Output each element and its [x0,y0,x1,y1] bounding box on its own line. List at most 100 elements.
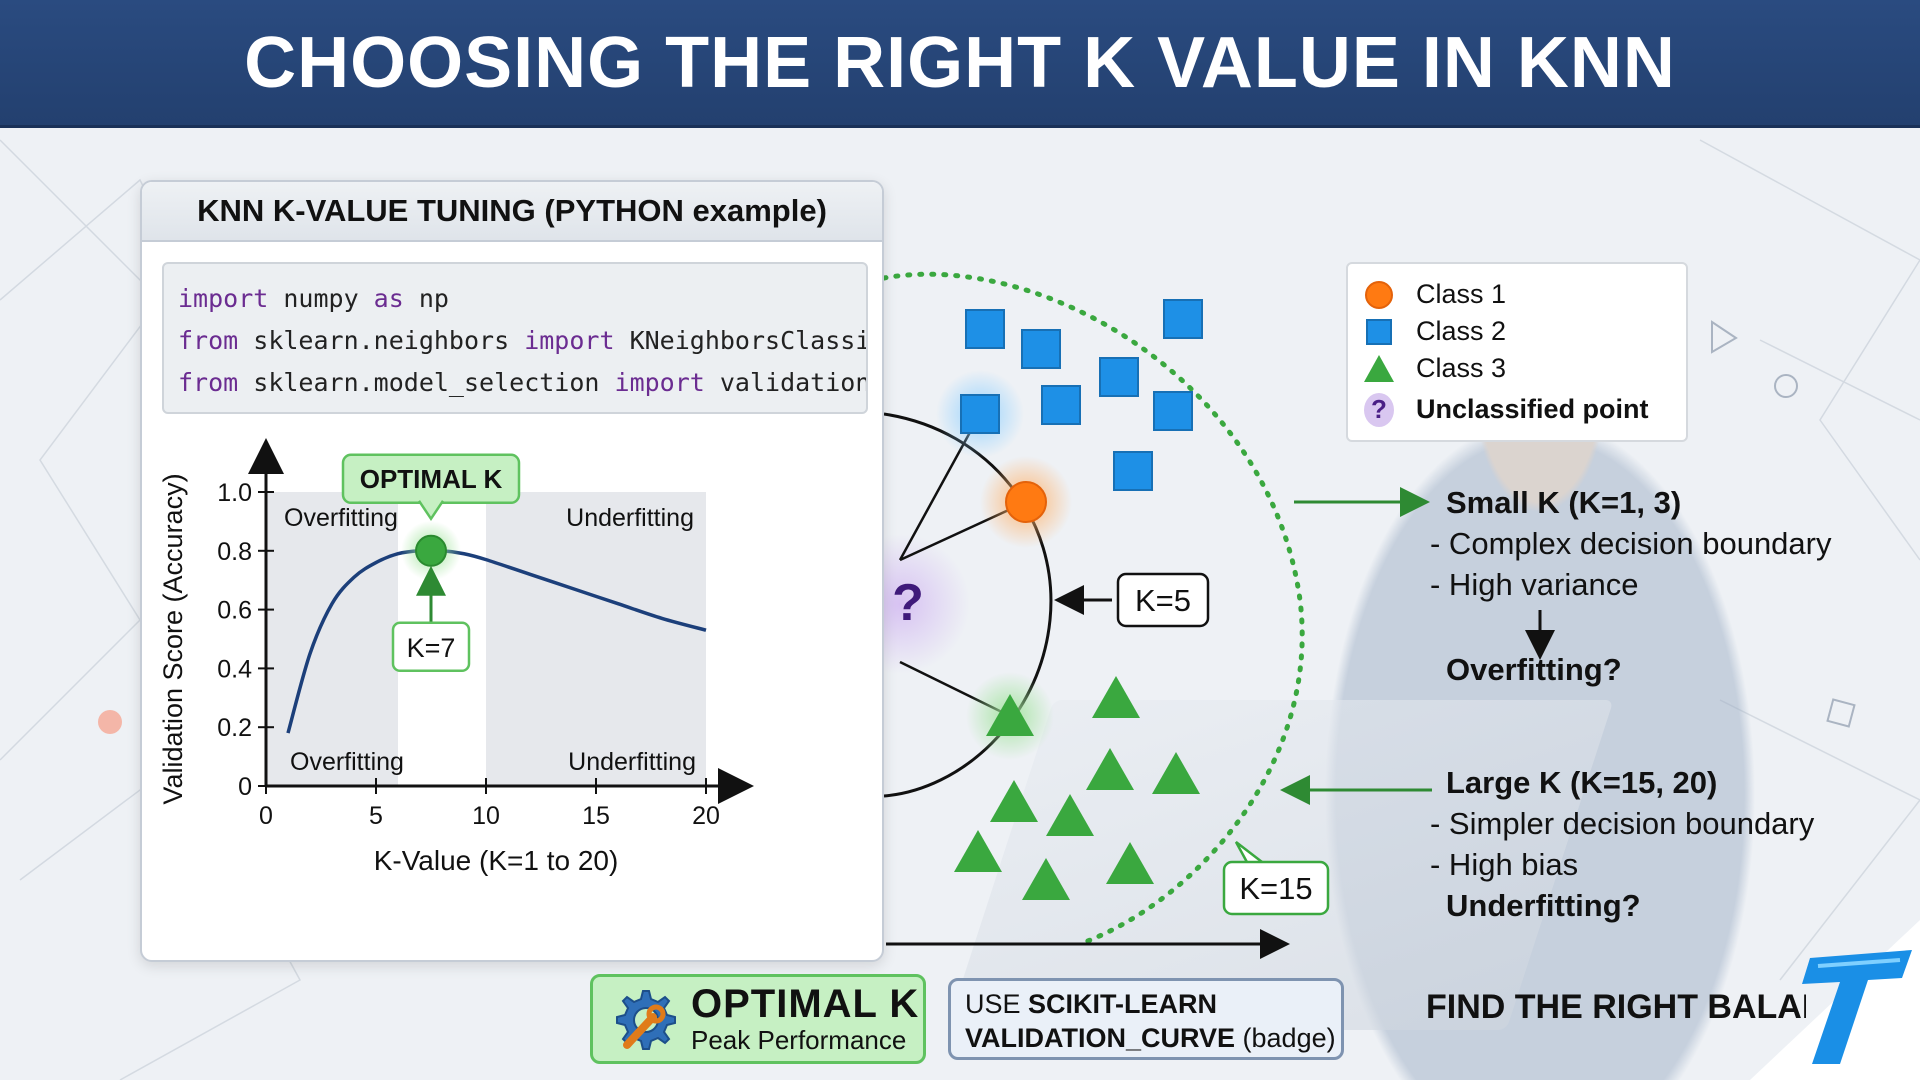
code-block: import numpy as np from sklearn.neighbor… [162,262,868,414]
tuning-panel: KNN K-VALUE TUNING (PYTHON example) impo… [140,180,884,962]
code-text: sklearn.neighbors [238,326,525,355]
y-tick-label: 0.2 [217,714,252,742]
legend-label: Class 3 [1416,353,1507,383]
legend-item-class2: Class 2 [1364,313,1670,350]
badge-text: (badge) [1235,1023,1336,1053]
optimal-badge-subtitle: Peak Performance [691,1025,907,1055]
question-icon: ? [1364,392,1394,427]
badge-bold-text: VALIDATION_CURVE [965,1023,1236,1053]
small-k-line1: - Complex decision boundary [1430,526,1832,561]
badge-bold-text: SCIKIT-LEARN [1028,989,1218,1019]
code-text: np [403,284,449,313]
x-tick-label: 15 [582,802,610,830]
code-keyword: as [373,284,404,313]
scikit-learn-badge: USE SCIKIT-LEARN VALIDATION_CURVE (badge… [948,978,1344,1060]
large-k-title: Large K (K=15, 20) [1446,765,1718,800]
y-tick-label: 1.0 [217,479,252,507]
optimal-callout: OPTIMAL K [341,453,521,522]
gear-wrench-icon [616,990,676,1050]
code-keyword: import [614,368,705,397]
k7-label: K=7 [407,633,456,663]
y-tick-label: 0.6 [217,597,252,625]
region-label-underfitting-bottom: Underfitting [568,748,696,776]
unclassified-point: ? [892,574,924,632]
code-line: import numpy as np [178,278,852,320]
optimal-point [415,534,447,567]
large-k-boundary [881,271,1305,947]
code-line: from sklearn.model_selection import vali… [178,362,866,404]
class2-point [1041,385,1081,425]
large-k-line1: - Simpler decision boundary [1430,806,1815,841]
large-k-line2: - High bias [1430,847,1579,882]
code-keyword: from [178,368,239,397]
class2-point [1099,357,1139,397]
brand-logo-icon [1750,920,1920,1080]
legend-label: Unclassified point [1416,394,1649,424]
code-text: KNeighborsClassifier [629,326,866,355]
k15-label-box [1222,860,1330,916]
x-tick-label: 5 [369,802,383,830]
y-tick-label: 0.8 [217,538,252,566]
class3-point [1106,842,1154,884]
x-axis-label: K-Value (K=1 to 20) [374,845,619,876]
large-k-result: Underfitting? [1446,888,1641,923]
k7-label-box [391,621,471,673]
decor-dot [98,710,122,734]
class3-icon [1364,354,1394,384]
small-k-line2: - High variance [1430,567,1639,602]
nearest-class3-point [986,694,1034,736]
small-k-block: Small K (K=1, 3) - Complex decision boun… [1430,482,1832,690]
class3-point [1152,752,1200,794]
code-keyword: from [178,326,239,355]
class3-points [954,676,1200,900]
class3-point [1022,858,1070,900]
find-balance-text: FIND THE RIGHT BALANCE [1426,988,1806,1026]
class3-point [1092,676,1140,718]
underfitting-region [486,492,706,786]
code-keyword: import [178,284,269,313]
legend: Class 1 Class 2 Class 3 ? Unclassified p… [1346,262,1688,442]
class2-point [1153,391,1193,431]
k5-label-box [1116,572,1210,628]
optimal-label: OPTIMAL K [360,464,503,494]
legend-item-class3: Class 3 [1364,350,1670,387]
panel-title: KNN K-VALUE TUNING (PYTHON example) [142,182,882,242]
k15-label: K=15 [1239,871,1312,906]
badge-text: USE [965,989,1029,1019]
x-tick-label: 10 [472,802,500,830]
class1-icon [1364,280,1394,310]
class2-point [965,309,1005,349]
y-axis-label: Validation Score (Accuracy) [158,473,188,804]
class3-point [1046,794,1094,836]
x-tick-label: 20 [692,802,720,830]
optimal-label-pointer [417,500,445,522]
small-k-result: Overfitting? [1446,652,1622,687]
code-text: validation_curve [719,368,868,397]
class2-point [1163,299,1203,339]
small-k-title: Small K (K=1, 3) [1446,485,1682,520]
code-keyword: import [524,326,615,355]
region-label-underfitting-top: Underfitting [566,504,694,532]
code-line: from sklearn.neighbors import KNeighbors… [178,320,866,362]
class3-point [954,830,1002,872]
legend-label: Class 2 [1416,316,1507,346]
region-label-overfitting-top: Overfitting [284,504,398,532]
nearest-class2-point [960,394,1000,434]
class2-icon [1364,317,1394,347]
optimal-k-badge: OPTIMAL K Peak Performance [590,974,926,1064]
header-banner: CHOOSING THE RIGHT K VALUE IN KNN [0,0,1920,128]
y-tick-label: 0 [238,773,252,801]
code-text: sklearn.model_selection [238,368,615,397]
overfitting-region [266,492,398,786]
class2-point [1021,329,1061,369]
legend-item-unclassified: ? Unclassified point [1364,391,1670,428]
large-k-block: Large K (K=15, 20) - Simpler decision bo… [1430,762,1814,926]
code-text: numpy [268,284,374,313]
page-title: CHOOSING THE RIGHT K VALUE IN KNN [244,22,1676,103]
nearest-class1-point [1005,481,1047,523]
optimal-badge-title: OPTIMAL K [691,982,920,1026]
class2-point [1113,451,1153,491]
legend-label: Class 1 [1416,279,1507,309]
class2-points [965,299,1203,491]
